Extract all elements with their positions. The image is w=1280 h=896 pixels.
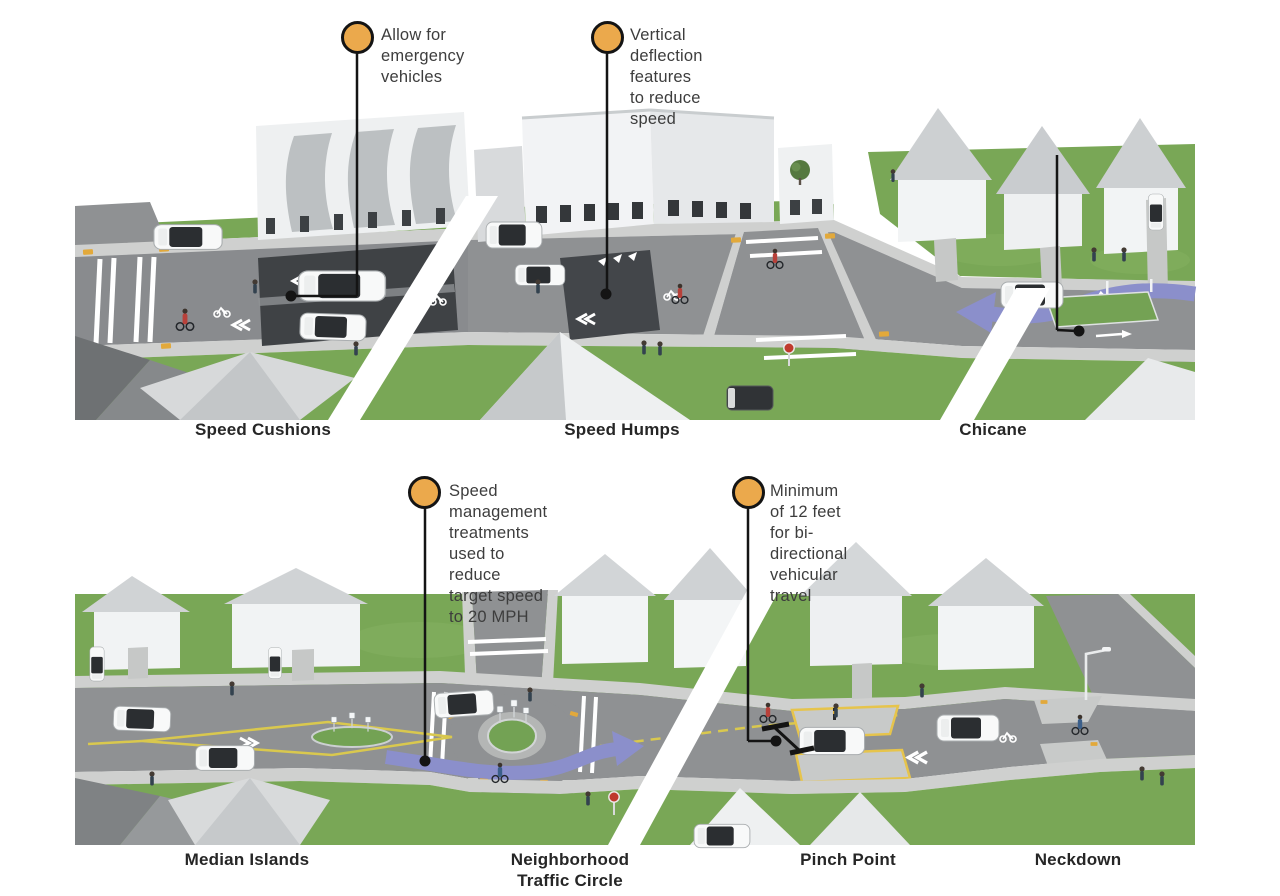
scene-separators <box>328 196 1050 845</box>
crosswalk-intersection <box>745 236 857 360</box>
upper-sidewalk-bottom <box>75 671 1195 711</box>
left-stub-road <box>75 202 168 251</box>
chicane-houses <box>890 108 1186 294</box>
foreground-roofs-top <box>75 332 1195 420</box>
label-speed-cushions: Speed Cushions <box>195 420 331 439</box>
callout-text: Speed management treatments used to redu… <box>449 482 548 626</box>
dark-car <box>726 385 774 411</box>
callout-marker <box>591 21 624 54</box>
label-pinch-point: Pinch Point <box>800 850 896 869</box>
northeast-road <box>1046 594 1195 714</box>
crosswalk-left <box>93 256 157 345</box>
callout-text: Allow for emergency vehicles <box>381 26 465 86</box>
roundabout-island <box>487 718 537 754</box>
label-speed-humps: Speed Humps <box>564 420 680 439</box>
commercial-block-middle <box>474 108 834 242</box>
label-neckdown: Neckdown <box>1034 850 1122 869</box>
commercial-block-left <box>256 112 470 240</box>
hump-markings <box>598 252 637 266</box>
houses-bottom <box>82 542 1044 699</box>
chicane-island <box>1044 291 1160 328</box>
callout-text: Vertical deflection features to reduce s… <box>630 26 703 128</box>
travel-arrow-head <box>612 731 644 766</box>
median-island <box>311 726 393 748</box>
label-neighborhood-traffic-circle: Neighborhood Traffic Circle <box>510 850 630 890</box>
neckdown-bulb-top <box>1034 696 1102 724</box>
median-diamond-lines <box>141 720 453 757</box>
top-scene <box>75 108 1197 420</box>
upper-sidewalk <box>75 220 1195 292</box>
callout-marker <box>341 21 374 54</box>
label-chicane: Chicane <box>959 420 1027 439</box>
callout-text: Minimum of 12 feet for bi-directional ve… <box>770 482 848 605</box>
main-road-bottom <box>75 683 1195 781</box>
north-road <box>472 590 548 702</box>
callout-leader-lines <box>292 53 1078 761</box>
label-median-islands: Median Islands <box>184 850 310 869</box>
travel-arrow <box>384 742 619 780</box>
street-lamp <box>1084 647 1111 700</box>
callout-marker <box>408 476 441 509</box>
callout-anchor-dots <box>285 288 1085 767</box>
neckdown-bulb-bottom <box>1040 740 1108 766</box>
lower-sidewalk-bottom <box>75 755 1195 794</box>
dimension-marker <box>761 721 815 756</box>
pinch-bulb-bottom <box>794 748 912 784</box>
chicane-arrow-head <box>956 292 996 333</box>
callout-marker <box>732 476 765 509</box>
